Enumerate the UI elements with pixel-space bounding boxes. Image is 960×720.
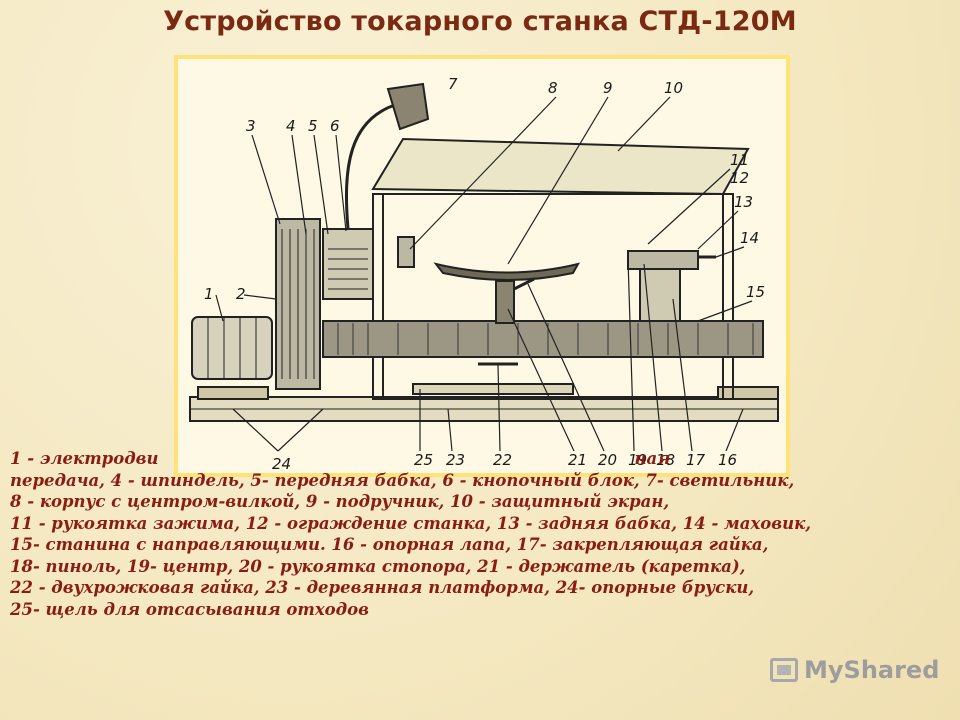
tailstock [627,250,699,270]
lathe-diagram: 1 2 3 4 5 6 7 8 9 10 11 12 13 14 15 16 1… [178,59,786,473]
chip-slot [412,383,574,395]
callout-5: 5 [308,117,318,135]
presentation-icon [770,658,798,682]
legend-line-2: передача, 4 - шпиндель, 5- передняя бабк… [10,470,795,490]
callout-19: 19 [628,451,647,469]
legend-line-7: 22 - двухрожковая гайка, 23 - деревянная… [10,578,755,597]
callout-4: 4 [286,117,296,135]
parts-legend: 1 - электродви ная передача, 4 - шпиндель… [10,448,955,620]
callout-1: 1 [204,285,214,303]
lamp-arm [345,102,399,230]
headstock [322,228,374,300]
callout-22: 22 [493,451,512,469]
bed-with-guides [322,320,764,358]
center-fork [397,236,415,268]
slide-title: Устройство токарного станка СТД-120М [163,6,797,37]
legend-line-1-end: ная [634,449,671,468]
callout-11: 11 [730,151,749,169]
myshared-watermark: MyShared [770,656,939,684]
callout-16: 16 [718,451,737,469]
support-bar [197,386,269,400]
callout-20: 20 [598,451,617,469]
legend-line-8: 25- щель для отсасывания отходов [10,599,369,619]
protective-screen [371,137,750,196]
legend-line-4: 11 - рукоятка зажима, 12 - ограждение ст… [10,513,812,533]
callout-12: 12 [730,169,749,187]
callout-24: 24 [272,455,291,473]
callout-2: 2 [236,285,246,303]
legend-line-1-start: 1 - электродви [10,449,159,468]
callout-14: 14 [740,229,759,247]
callout-15: 15 [746,283,765,301]
callout-8: 8 [548,79,558,97]
lathe-diagram-frame: 1 2 3 4 5 6 7 8 9 10 11 12 13 14 15 16 1… [174,55,790,477]
callout-6: 6 [330,117,340,135]
watermark-text: MyShared [804,656,940,684]
callout-23: 23 [446,451,465,469]
tool-rest [433,262,580,281]
callout-13: 13 [734,193,753,211]
callout-21: 21 [568,451,587,469]
electric-motor [191,316,273,380]
callout-9: 9 [603,79,613,97]
legend-line-6: 18- пиноль, 19- центр, 20 - рукоятка сто… [10,556,746,576]
legend-line-3: 8 - корпус с центром-вилкой, 9 - подручн… [10,492,670,511]
callout-17: 17 [686,451,706,469]
legend-line-1: 1 - электродви ная [10,448,955,470]
lamp-head [386,82,430,131]
lathe-drawing: 1 2 3 4 5 6 7 8 9 10 11 12 13 14 15 16 1… [189,75,779,473]
machine-guard [372,193,734,400]
callout-10: 10 [664,79,683,97]
legend-line-5: 15- станина с направляющими. 16 - опорна… [10,535,769,554]
callout-18: 18 [656,451,675,469]
callout-7: 7 [448,75,458,93]
callout-25: 25 [414,451,433,469]
callout-3: 3 [246,117,256,135]
support-bar [717,386,779,400]
